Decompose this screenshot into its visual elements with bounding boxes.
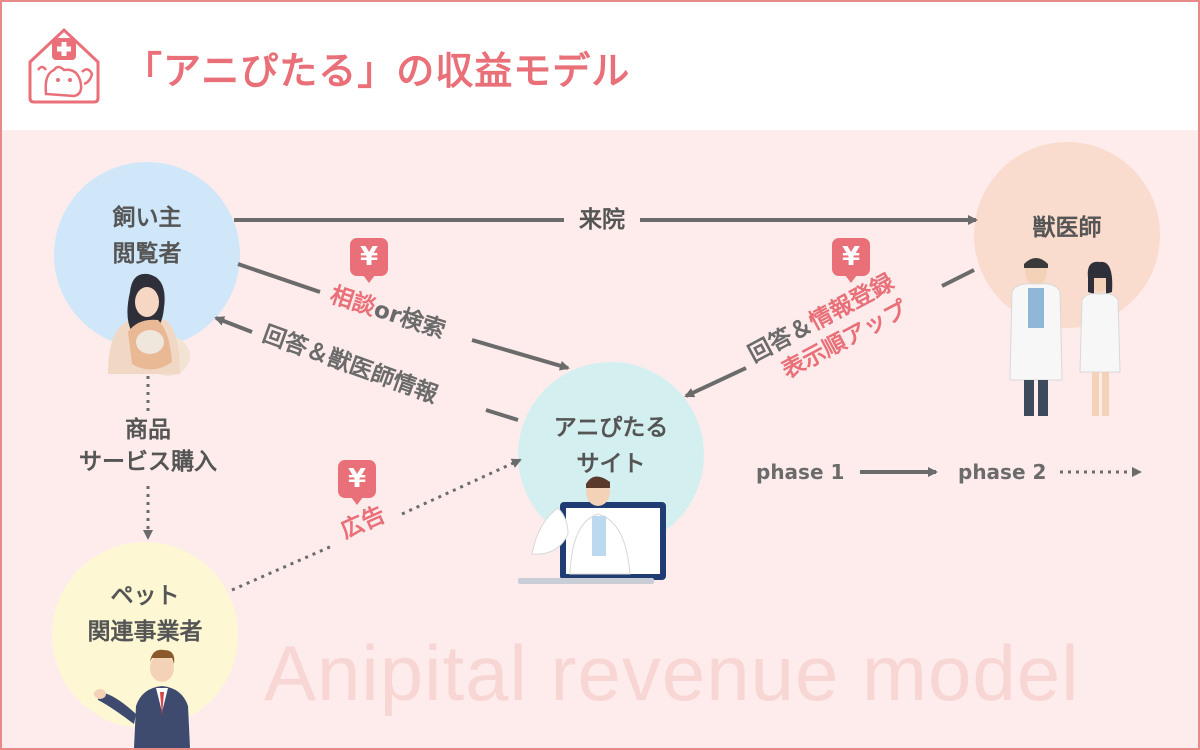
vets-illustration xyxy=(1009,258,1121,416)
site-label: アニぴたる サイト xyxy=(553,415,669,477)
business-illustration xyxy=(94,649,190,748)
vet-to-site-arrow xyxy=(684,366,747,398)
answer-arrow xyxy=(214,316,253,334)
visit-label: 来院 xyxy=(579,207,625,233)
phase2-label: phase 2 xyxy=(958,460,1047,484)
business-label: ペット 関連事業者 xyxy=(87,583,203,645)
site-illustration xyxy=(518,476,666,584)
owner-label: 飼い主 閲覧者 xyxy=(112,205,182,267)
vet-label: 獣医師 xyxy=(1032,215,1102,241)
vet-circle xyxy=(974,142,1160,328)
watermark: Anipital revenue model xyxy=(264,629,1080,717)
header: 「アニぴたる」の収益モデル xyxy=(2,2,1198,130)
yen-badge-vet: ¥ xyxy=(832,238,870,283)
purchase-label: 商品 サービス購入 xyxy=(79,417,217,475)
yen-badge-ad: ¥ xyxy=(338,460,376,505)
phase1-label: phase 1 xyxy=(756,460,845,484)
anipital-logo-icon xyxy=(28,27,100,104)
consult-arrow xyxy=(471,338,570,371)
page-title: 「アニぴたる」の収益モデル xyxy=(124,49,631,93)
ad-arrow xyxy=(401,458,522,516)
yen-badge-consult: ¥ xyxy=(350,238,388,283)
owner-illustration xyxy=(108,273,190,376)
